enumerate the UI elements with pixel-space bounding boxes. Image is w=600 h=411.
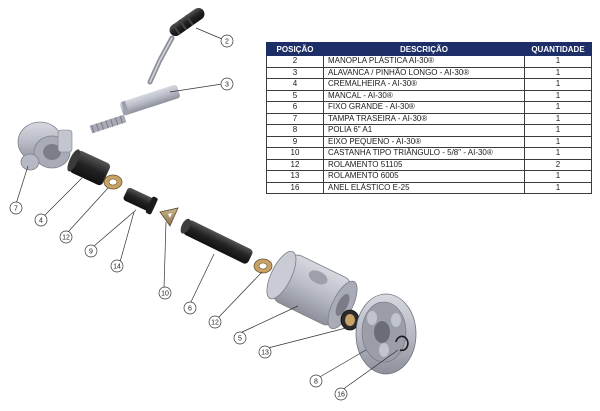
callout-9-label: 9: [89, 249, 93, 256]
callout-9: 9: [84, 244, 98, 258]
cell-quantity: 1: [524, 124, 592, 137]
cell-position: 10: [266, 147, 324, 160]
callout-5: 5: [233, 331, 247, 345]
cell-description: MANCAL - AI-30®: [323, 89, 525, 102]
cell-quantity: 1: [524, 181, 592, 194]
callout-6: 6: [183, 301, 197, 315]
circlip-part: [395, 335, 409, 352]
callout-3-label: 3: [225, 82, 229, 89]
cell-position: 4: [266, 78, 324, 91]
cell-quantity: 1: [524, 78, 592, 91]
callout-16: 16: [334, 387, 348, 401]
callout-4: 4: [34, 213, 48, 227]
cell-description: MANOPLA PLÁSTICA AI-30®: [323, 55, 525, 68]
small-shaft-part: [123, 187, 158, 215]
cell-quantity: 2: [524, 158, 592, 171]
callout-12-upper-label: 12: [62, 235, 70, 242]
leader-lines: [15, 27, 399, 391]
callout-12-lower: 12: [208, 315, 222, 329]
callout-10-label: 10: [161, 291, 169, 298]
bearing-51105-upper-part: [103, 174, 123, 190]
cell-description: POLIA 6" A1: [323, 124, 525, 137]
cell-description: EIXO PEQUENO - AI-30®: [323, 135, 525, 148]
callout-4-label: 4: [39, 218, 43, 225]
callout-14: 14: [110, 259, 124, 273]
rear-cover-part: [17, 121, 73, 171]
cell-description: TAMPA TRASEIRA - AI-30®: [323, 112, 525, 125]
column-header-quantity: QUANTIDADE: [524, 42, 592, 56]
cell-position: 13: [266, 170, 324, 183]
column-header-description: DESCRIÇÃO: [323, 42, 525, 56]
cell-description: ANEL ELÁSTICO E-25: [323, 181, 525, 194]
bearing-51105-lower-part: [253, 258, 273, 274]
callout-13: 13: [258, 345, 272, 359]
callout-8: 8: [309, 374, 323, 388]
cell-quantity: 1: [524, 89, 592, 102]
callout-2-label: 2: [225, 39, 229, 46]
callout-5-label: 5: [238, 336, 242, 343]
callout-2: 2: [220, 34, 234, 48]
cell-position: 3: [266, 66, 324, 79]
callout-12-lower-label: 12: [211, 320, 219, 327]
cell-description: CREMALHEIRA - AI-30®: [323, 78, 525, 91]
cell-position: 7: [266, 112, 324, 125]
cell-description: ROLAMENTO 51105: [323, 158, 525, 171]
cell-description: ALAVANCA / PINHÃO LONGO - AI-30®: [323, 66, 525, 79]
rack-part: [67, 149, 111, 186]
cell-description: ROLAMENTO 6005: [323, 170, 525, 183]
pulley-part: [355, 293, 417, 375]
cell-quantity: 1: [524, 66, 592, 79]
table-header-row: POSIÇÃO DESCRIÇÃO QUANTIDADE: [266, 42, 592, 56]
callout-7: 7: [9, 201, 23, 215]
triangle-nut-part: [159, 207, 179, 227]
bearing-housing-part: [266, 250, 358, 330]
cell-position: 9: [266, 135, 324, 148]
cell-position: 8: [266, 124, 324, 137]
callout-14-label: 14: [113, 264, 121, 271]
callout-16-label: 16: [337, 392, 345, 399]
callout-10: 10: [158, 286, 172, 300]
cell-quantity: 1: [524, 135, 592, 148]
cell-position: 2: [266, 55, 324, 68]
callout-8-label: 8: [314, 379, 318, 386]
cell-quantity: 1: [524, 147, 592, 160]
callout-3: 3: [220, 77, 234, 91]
cell-description: FIXO GRANDE - AI-30®: [323, 101, 525, 114]
cell-position: 12: [266, 158, 324, 171]
lever-pinion-part: [89, 35, 180, 134]
cell-quantity: 1: [524, 112, 592, 125]
cell-position: 6: [266, 101, 324, 114]
cell-description: CASTANHA TIPO TRIÂNGULO - 5/8" - AI-30®: [323, 147, 525, 160]
handle-part: [169, 7, 205, 37]
callout-6-label: 6: [188, 306, 192, 313]
cell-position: 16: [266, 181, 324, 194]
cell-quantity: 1: [524, 101, 592, 114]
cell-quantity: 1: [524, 55, 592, 68]
callout-13-label: 13: [261, 350, 269, 357]
cell-position: 5: [266, 89, 324, 102]
callout-7-label: 7: [14, 206, 18, 213]
cell-quantity: 1: [524, 170, 592, 183]
callout-12-upper: 12: [59, 230, 73, 244]
column-header-position: POSIÇÃO: [266, 42, 324, 56]
large-fixed-shaft-part: [180, 218, 253, 264]
